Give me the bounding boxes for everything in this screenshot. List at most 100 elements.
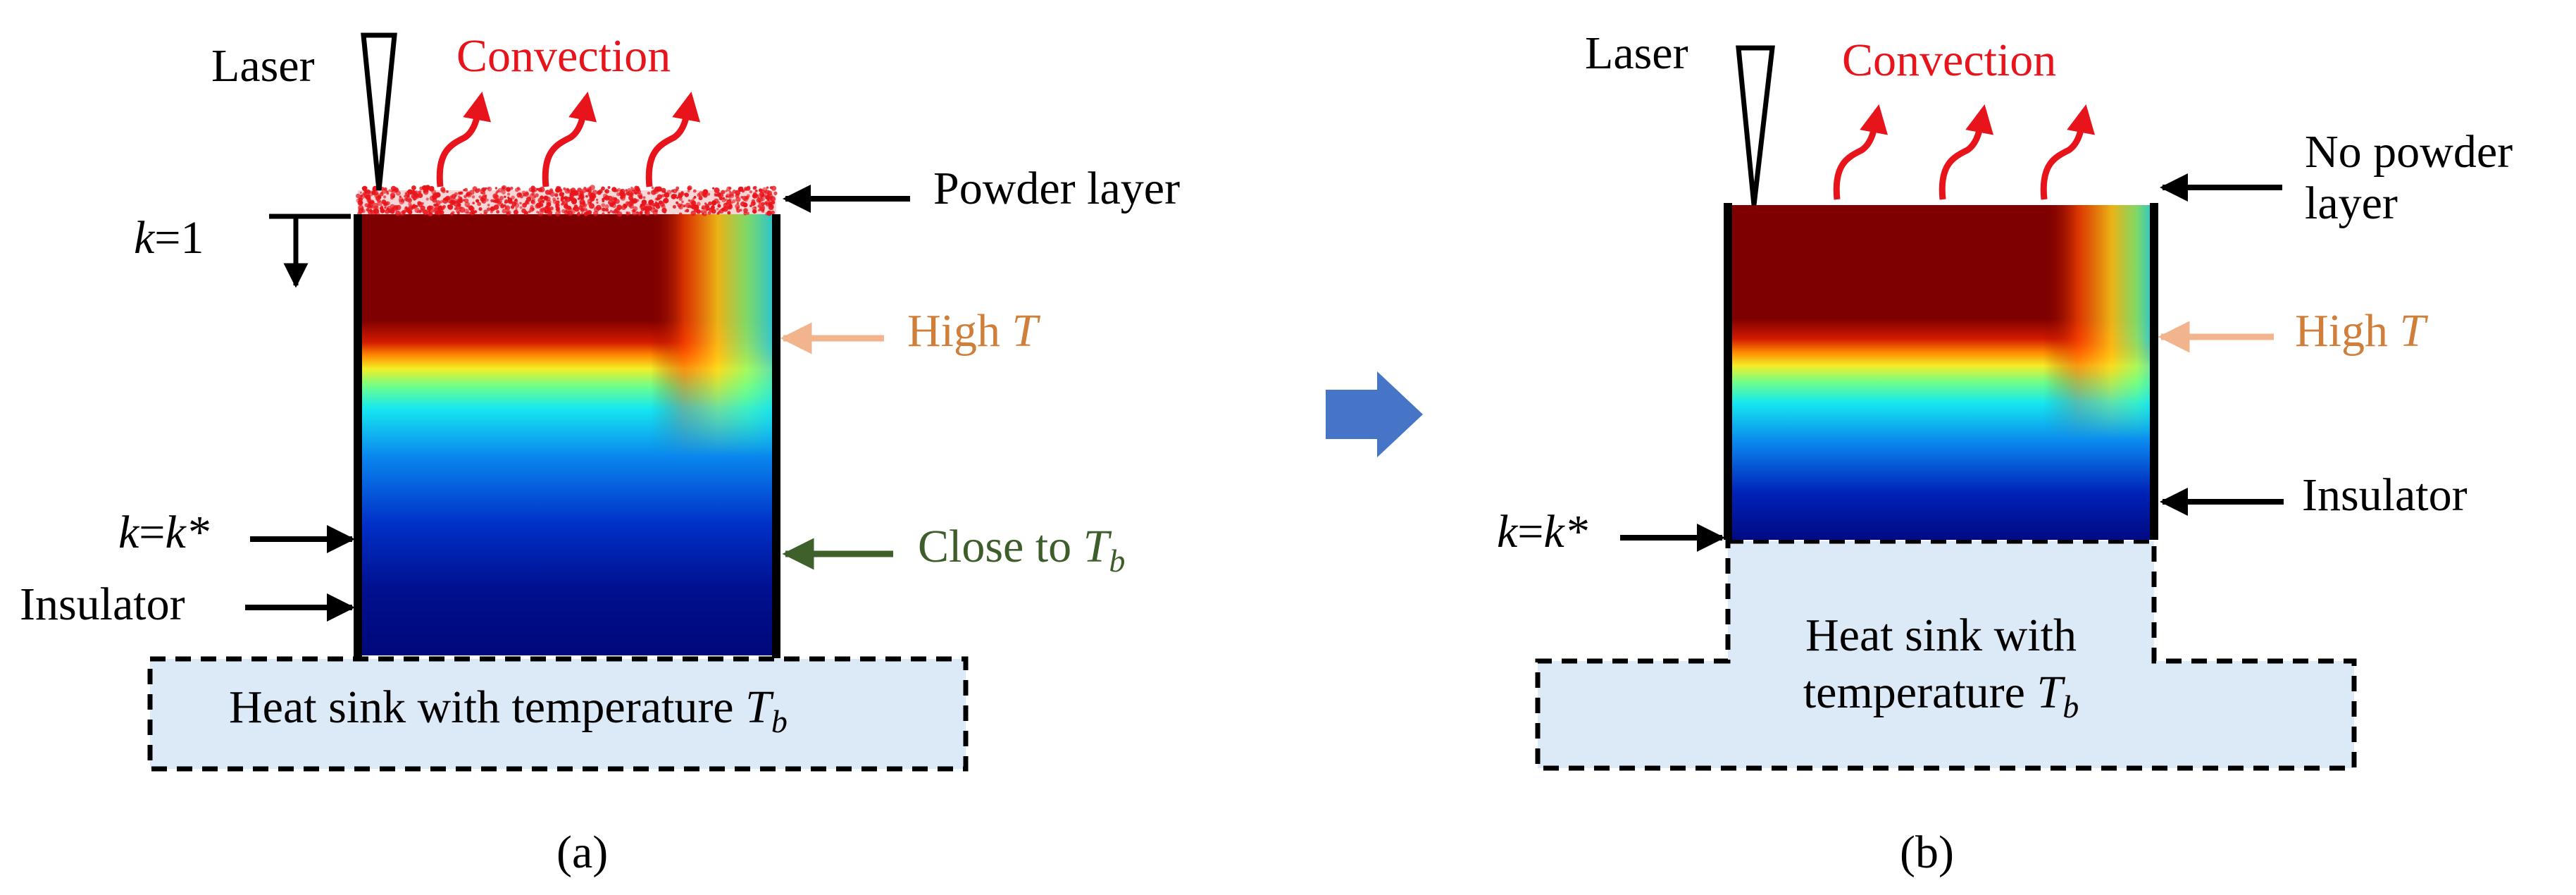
powder-particle (681, 200, 684, 204)
powder-particle (402, 210, 406, 214)
powder-particle (556, 185, 560, 190)
powder-particle (576, 212, 581, 216)
powder-particle (389, 210, 392, 214)
powder-particle (545, 196, 551, 202)
powder-particle (423, 209, 428, 216)
powder-particle (430, 209, 435, 213)
powder-particle (736, 209, 740, 213)
powder-particle (626, 213, 629, 216)
powder-particle (431, 186, 434, 189)
powder-particle (585, 195, 588, 198)
powder-particle (590, 185, 595, 190)
k-star-eq-a: = (139, 507, 166, 558)
powder-particle (601, 186, 605, 191)
powder-particle (608, 202, 611, 205)
powder-particle (502, 209, 507, 214)
powder-particle (475, 199, 480, 203)
powder-particle (532, 187, 537, 192)
powder-particle (754, 189, 758, 192)
powder-particle (664, 199, 668, 203)
powder-particle (560, 199, 564, 202)
powder-particle (561, 202, 564, 206)
powder-particle (708, 207, 711, 211)
powder-particle (412, 204, 416, 207)
powder-particle (484, 195, 487, 197)
powder-particle (738, 186, 744, 192)
powder-particle (549, 188, 554, 192)
powder-particle (471, 195, 475, 199)
powder-particle (691, 204, 697, 210)
powder-particle (702, 193, 707, 197)
powder-particle (358, 209, 363, 214)
powder-particle (428, 211, 433, 216)
powder-particle (356, 193, 361, 199)
powder-particle (516, 187, 520, 190)
powder-particle (537, 211, 544, 217)
powder-particle (490, 210, 493, 214)
powder-particle (596, 201, 599, 204)
powder-particle (529, 193, 535, 199)
powder-particle (586, 189, 589, 192)
powder-particle (464, 202, 471, 207)
powder-particle (564, 196, 568, 200)
powder-particle (672, 205, 676, 209)
powder-particle (736, 202, 740, 205)
powder-particle (757, 209, 761, 212)
powder-particle (678, 205, 682, 209)
powder-particle (486, 207, 491, 211)
powder-particle (373, 208, 380, 214)
heat-sink-sub-b: b (2062, 688, 2079, 724)
powder-particle (456, 211, 460, 215)
powder-particle (528, 187, 533, 192)
powder-particle (651, 186, 654, 190)
powder-particle (516, 192, 522, 198)
powder-particle (415, 195, 420, 199)
powder-particle (726, 195, 728, 198)
powder-particle (651, 190, 657, 195)
powder-particle (690, 200, 697, 206)
powder-particle (728, 186, 732, 190)
powder-particle (652, 210, 658, 216)
powder-particle (768, 201, 773, 206)
powder-particle (373, 202, 379, 209)
powder-particle (482, 191, 486, 195)
powder-particle (661, 187, 666, 193)
powder-particle (743, 211, 747, 216)
powder-particle (564, 210, 568, 215)
powder-particle (766, 210, 772, 216)
powder-particle (425, 197, 429, 201)
heat-sink-var-b: T (2036, 666, 2063, 718)
powder-particle (764, 201, 768, 205)
powder-particle (555, 204, 559, 208)
powder-particle (490, 199, 494, 202)
powder-particle (749, 190, 752, 194)
powder-particle (684, 192, 687, 196)
powder-particle (432, 197, 437, 203)
powder-particle (506, 187, 511, 192)
powder-particle (607, 211, 610, 214)
powder-particle (537, 197, 543, 203)
powder-particle (570, 190, 576, 196)
powder-particle (602, 207, 606, 212)
powder-particle (654, 201, 658, 204)
powder-particle (507, 197, 513, 202)
powder-particle (696, 209, 701, 214)
powder-particle (759, 204, 765, 211)
powder-particle (752, 206, 757, 211)
powder-particle (404, 206, 408, 209)
powder-particle (588, 192, 592, 196)
powder-particle (607, 186, 611, 189)
powder-particle (617, 211, 623, 217)
powder-particle (676, 197, 679, 199)
powder-particle (625, 189, 628, 192)
powder-particle (687, 199, 691, 202)
k-star-label-b: k=k* (1497, 505, 1588, 559)
powder-particle (649, 204, 652, 207)
convection-arrow-a-3 (645, 92, 701, 187)
powder-particle (633, 199, 638, 204)
powder-particle (659, 202, 665, 207)
powder-particle (602, 193, 608, 199)
powder-particle (505, 209, 511, 216)
no-powder-label-b: No powder layer (2305, 126, 2513, 229)
